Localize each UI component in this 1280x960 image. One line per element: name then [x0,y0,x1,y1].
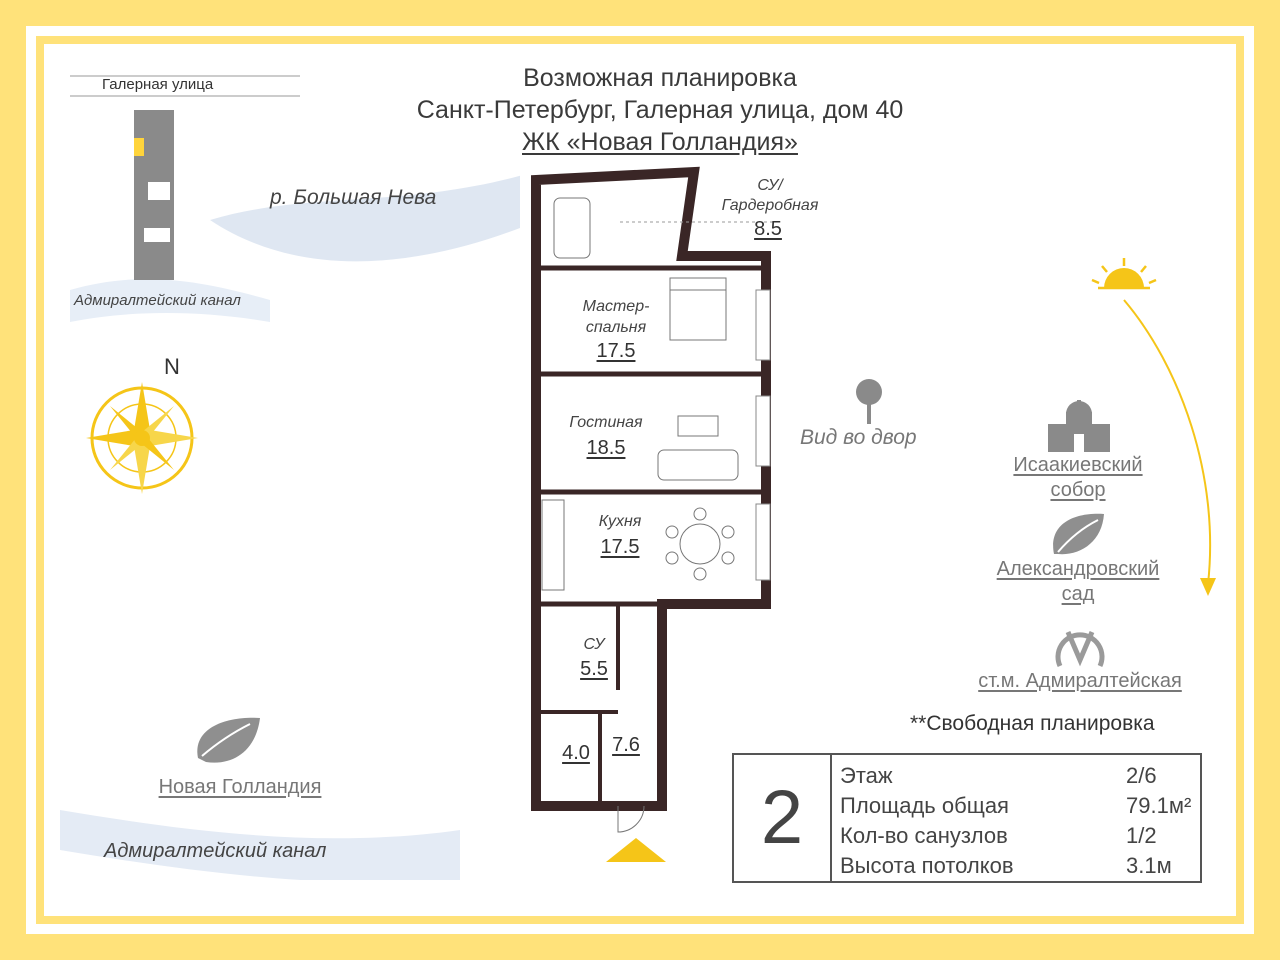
floor-plan [531,166,780,862]
sun-arrow-icon [1200,578,1216,596]
canal-label-bottom: Адмиралтейский канал [104,840,327,862]
info-label-area: Площадь общая [840,793,1009,818]
location-map [60,75,520,880]
garden-label-2[interactable]: сад [1061,583,1095,605]
info-value-bathrooms: 1/2 [1126,823,1157,848]
isaac-label-1[interactable]: Исаакиевский [1013,454,1143,476]
sun-arc [1123,299,1212,585]
dining-table-icon [679,523,721,565]
info-row-floor: Этаж 2/6 [840,763,1200,789]
title-line-3[interactable]: ЖК «Новая Голландия» [320,128,1000,157]
room-label-bath: СУ [583,636,605,653]
isaac-link[interactable]: Исаакиевский собор [978,454,1178,502]
street-label: Галерная улица [102,76,214,93]
complex-link[interactable]: ЖК «Новая Голландия» [522,128,798,156]
room-area-storage: 4.0 [562,742,590,764]
kitchen-counter [541,499,565,591]
title-line-1: Возможная планировка [523,64,797,92]
river-label: р. Большая Нева [270,186,437,209]
room-label-living: Гостиная [569,414,643,431]
room-label-master: Мастер- спальня [582,298,650,336]
metro-link[interactable]: ст.м. Адмиралтейская [940,670,1220,693]
new-holland-link[interactable]: Новая Голландия [140,776,340,799]
entrance-door-icon [617,805,645,833]
isaac-label-2[interactable]: собор [1050,479,1106,501]
inner-frame [36,36,1244,924]
building-marker [134,138,144,156]
sun-icon [1091,258,1157,290]
location-pin-icon [856,379,882,424]
window-living [755,395,771,467]
info-table: 2 Этаж 2/6 Площадь общая 79.1м² Кол-во с… [732,753,1202,883]
compass-rose-icon [86,382,198,494]
river-water [210,175,520,262]
room-label-kitchen: Кухня [598,513,642,530]
info-value-ceiling: 3.1м [1126,853,1172,878]
garden-link[interactable]: Александровский сад [958,558,1198,606]
bed-icon [669,277,727,341]
canal-water-top [70,279,270,322]
info-value-floor: 2/6 [1126,763,1157,788]
window-bedroom [755,289,771,361]
room-area-bath-wardrobe: 8.5 [754,218,782,240]
canal-label-top: Адмиралтейский канал [74,292,241,309]
window-kitchen [755,503,771,581]
info-value-area: 79.1м² [1126,793,1192,818]
room-label-bath-wardrobe: СУ/ Гардеробная [721,177,819,214]
sofa-icon [657,449,739,481]
title-line-2: Санкт-Петербург, Галерная улица, дом 40 [416,96,904,124]
metro-label[interactable]: ст.м. Адмиралтейская [978,670,1182,692]
info-label-floor: Этаж [840,763,893,788]
info-label-bathrooms: Кол-во санузлов [840,823,1008,848]
free-layout-note: **Свободная планировка [910,712,1155,735]
room-area-living: 18.5 [586,437,626,459]
info-label-ceiling: Высота потолков [840,853,1014,878]
building-courtyard [148,182,170,200]
garden-label-1[interactable]: Александровский [996,558,1160,580]
garden-leaf-icon [1053,513,1104,555]
sun-path [1091,258,1216,596]
apartment-number: 2 [734,755,832,881]
north-label: N [164,354,180,379]
building-courtyard-2 [144,228,170,242]
metro-icon [1055,631,1105,668]
leaf-icon [197,717,260,763]
info-row-area: Площадь общая 79.1м² [840,793,1200,819]
outer-walls [531,166,771,811]
entrance-arrow-icon [606,838,666,862]
coffee-table-icon [677,415,719,437]
courtyard-view-label: Вид во двор [800,426,917,449]
canal-water-bottom [60,810,460,880]
cathedral-icon [1048,400,1110,452]
bathtub-icon [553,197,591,259]
new-holland-label[interactable]: Новая Голландия [158,776,322,798]
room-area-bath: 5.5 [580,658,608,680]
room-area-kitchen: 17.5 [600,536,640,558]
info-row-bathrooms: Кол-во санузлов 1/2 [840,823,1200,849]
room-area-hall: 7.6 [612,734,640,756]
room-area-master: 17.5 [596,340,636,362]
info-row-ceiling: Высота потолков 3.1м [840,853,1200,879]
